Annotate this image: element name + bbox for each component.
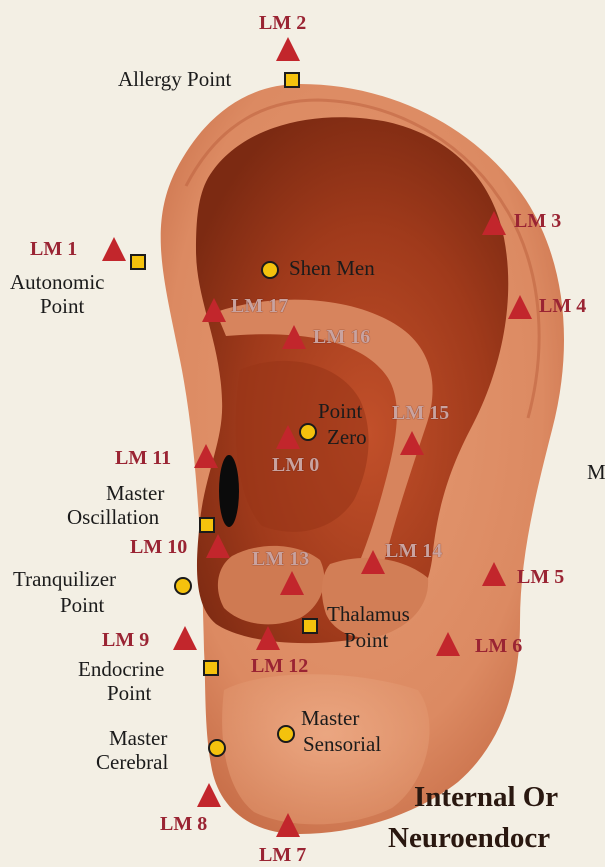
lm17-marker xyxy=(202,298,226,322)
endocrine-square xyxy=(204,661,218,675)
point-zero-label-line1: Point xyxy=(318,401,362,422)
lm4-label: LM 4 xyxy=(539,296,586,316)
master-sensorial-label-line1: Master xyxy=(301,708,359,729)
lm6-label: LM 6 xyxy=(475,636,522,656)
autonomic-square xyxy=(131,255,145,269)
lm1-marker xyxy=(102,237,126,261)
thalamus-square xyxy=(303,619,317,633)
point-zero-circle xyxy=(300,424,316,440)
lm5-label: LM 5 xyxy=(517,567,564,587)
autonomic-label-line1: Autonomic xyxy=(10,272,105,293)
master-oscillation-label-line1: Master xyxy=(106,483,164,504)
title-line1: Internal Or xyxy=(414,783,558,812)
lm12-label: LM 12 xyxy=(251,656,308,676)
lm9-label: LM 9 xyxy=(102,630,149,650)
lm4-marker xyxy=(508,295,532,319)
point-zero-label-line2: Zero xyxy=(327,427,367,448)
allergy-square xyxy=(285,73,299,87)
lm8-label: LM 8 xyxy=(160,814,207,834)
lm0-label: LM 0 xyxy=(272,455,319,475)
autonomic-label-line2: Point xyxy=(40,296,84,317)
lm11-marker xyxy=(194,444,218,468)
master-oscillation-square xyxy=(200,518,214,532)
lm12-marker xyxy=(256,626,280,650)
lm7-marker xyxy=(276,813,300,837)
lm3-marker xyxy=(482,211,506,235)
title-line2: Neuroendocr xyxy=(388,824,550,853)
shen-men-label: Shen Men xyxy=(289,258,375,279)
lm14-marker xyxy=(361,550,385,574)
lm6-marker xyxy=(436,632,460,656)
lm13-marker xyxy=(280,571,304,595)
partial-m-label: M xyxy=(587,462,605,483)
master-sensorial-circle xyxy=(278,726,294,742)
shen-men-circle xyxy=(262,262,278,278)
tranquilizer-label-line2: Point xyxy=(60,595,104,616)
lm1-label: LM 1 xyxy=(30,239,77,259)
master-sensorial-label-line2: Sensorial xyxy=(303,734,381,755)
lm7-label: LM 7 xyxy=(259,845,306,865)
lm8-marker xyxy=(197,783,221,807)
lm13-label: LM 13 xyxy=(252,549,309,569)
endocrine-label-line2: Point xyxy=(107,683,151,704)
lm16-marker xyxy=(282,325,306,349)
thalamus-label-line2: Point xyxy=(344,630,388,651)
allergy-point-label: Allergy Point xyxy=(118,69,231,90)
lm17-label: LM 17 xyxy=(231,296,288,316)
lm5-marker xyxy=(482,562,506,586)
lm9-marker xyxy=(173,626,197,650)
lm14-label: LM 14 xyxy=(385,541,442,561)
master-cerebral-label-line2: Cerebral xyxy=(96,752,168,773)
endocrine-label-line1: Endocrine xyxy=(78,659,164,680)
tranquilizer-label-line1: Tranquilizer xyxy=(13,569,116,590)
lm15-label: LM 15 xyxy=(392,403,449,423)
lm11-label: LM 11 xyxy=(115,448,171,468)
master-cerebral-label-line1: Master xyxy=(109,728,167,749)
lm16-label: LM 16 xyxy=(313,327,370,347)
tranquilizer-circle xyxy=(175,578,191,594)
lm2-marker xyxy=(276,37,300,61)
thalamus-label-line1: Thalamus xyxy=(327,604,410,625)
master-oscillation-label-line2: Oscillation xyxy=(67,507,159,528)
lm10-label: LM 10 xyxy=(130,537,187,557)
lm3-label: LM 3 xyxy=(514,211,561,231)
lm15-marker xyxy=(400,431,424,455)
lm2-label: LM 2 xyxy=(259,13,306,33)
master-cerebral-circle xyxy=(209,740,225,756)
lm0-marker xyxy=(276,425,300,449)
lm10-marker xyxy=(206,534,230,558)
